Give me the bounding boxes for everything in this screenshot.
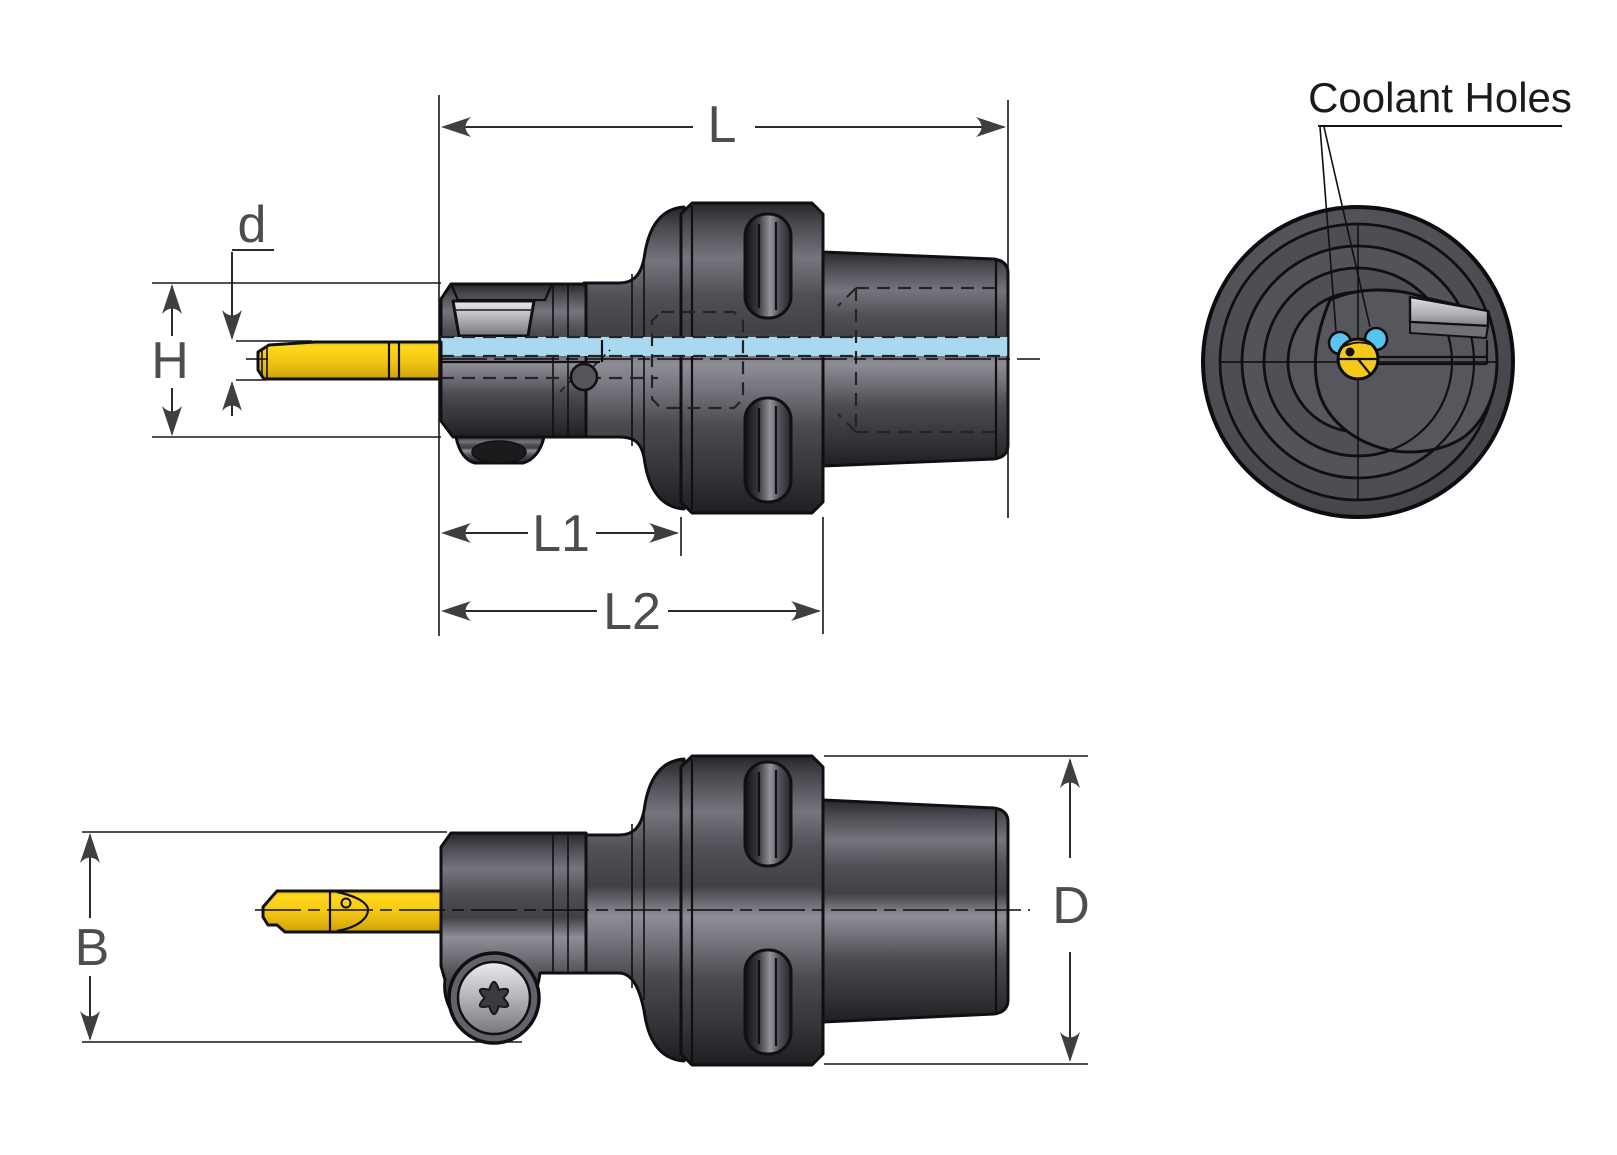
neck [582,205,686,511]
boring-bar [261,889,443,934]
boring-bar [256,340,443,381]
dim-label-D: D [1052,877,1090,935]
dim-label-d: d [238,196,267,254]
dim-label-L2: L2 [603,583,661,641]
dimension-B: B [75,831,522,1043]
clamp-jaw-opening [471,440,527,464]
dimension-L2: L2 [441,517,824,641]
bar-coolant-dot [1345,347,1355,357]
dimension-D: D [824,755,1090,1065]
flange-slot-bottom [743,396,793,504]
hidden-rear-bore [837,286,1002,434]
hidden-diagonal [559,373,578,393]
bar-end-edge [1357,358,1372,376]
flange-slot-top [743,760,793,868]
dimension-L: L [438,95,1009,636]
keyway-notch-lower [1409,320,1490,340]
leader-line [1319,126,1337,332]
shank-taper [821,798,1010,1024]
coolant-holes-label: Coolant Holes [1308,74,1572,121]
bottom-view: B D [75,754,1090,1067]
coolant-holes-annotation: Coolant Holes [1308,74,1572,332]
dim-label-H: H [151,332,189,390]
flange-slot-top [743,212,793,320]
torx-socket [478,980,510,1016]
hidden-hex-socket [650,310,745,410]
coolant-channel [441,337,1008,356]
flange-slot-bottom [743,948,793,1056]
end-view: Coolant Holes [1201,74,1572,519]
side-set-screw [569,362,599,392]
leader-line [1323,126,1371,328]
bar-end-chamfer [1340,341,1375,349]
side-view: L d H L1 [151,95,1040,641]
dim-label-L1: L1 [532,505,590,563]
insert-seat-dot [340,897,352,909]
clamp-screw-head [451,299,536,338]
dim-label-B: B [75,919,110,977]
dimension-L1: L1 [441,505,682,563]
dimension-H: H [151,282,441,438]
dimension-d: d [222,196,312,416]
dim-label-L: L [708,96,737,154]
